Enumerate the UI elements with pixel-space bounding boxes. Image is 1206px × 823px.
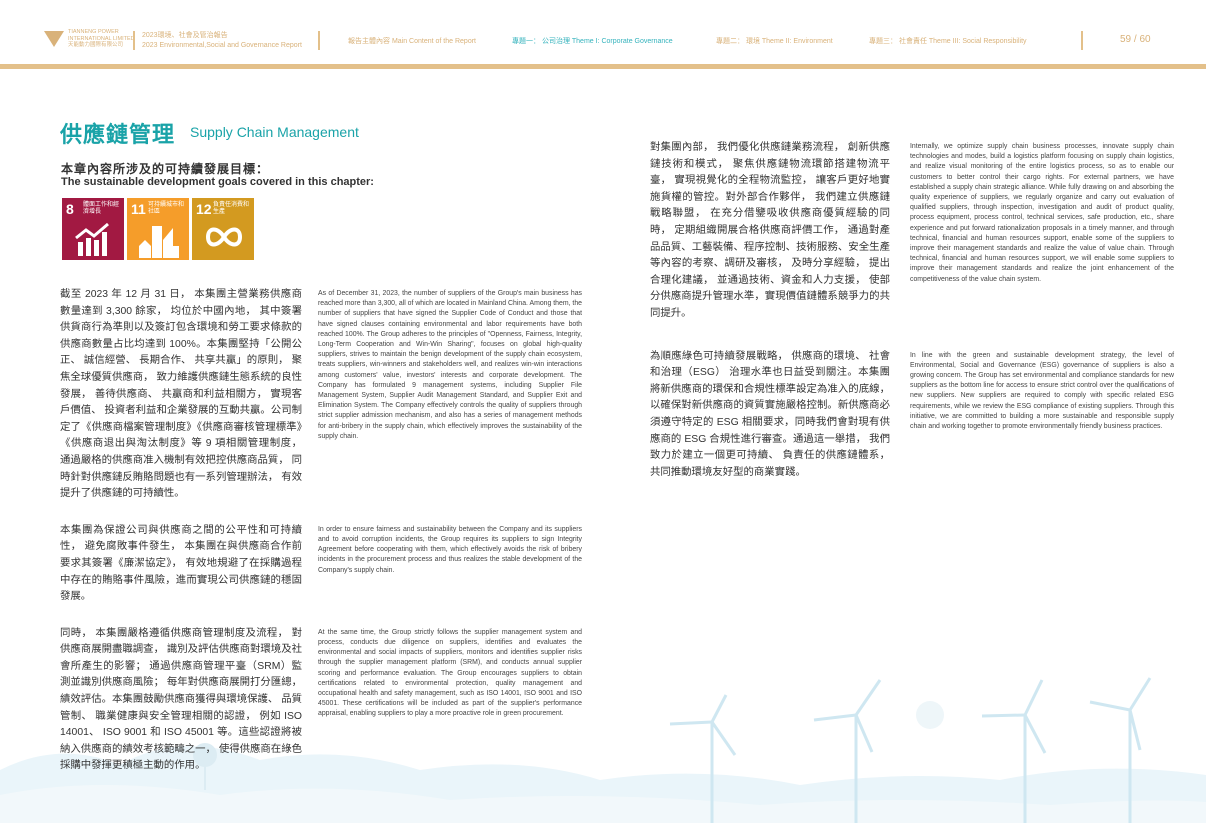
left-page-body: 截至 2023 年 12 月 31 日， 本集團主營業務供應商數量達到 3,30… (60, 287, 582, 775)
paragraph-5-en: In line with the green and sustainable d… (910, 351, 1174, 430)
logo-text-cn: 天能動力國際有限公司 (68, 42, 124, 48)
header-band (0, 64, 1206, 69)
sdg-icons: 8 體面工作和經濟增長 11 可持續城市和社區 12 負責任消費和生產 (62, 198, 254, 260)
paragraph-5-cn: 為順應綠色可持續發展戰略， 供應商的環境、 社會和治理（ESG） 治理水準也日益… (650, 350, 890, 478)
logo-mark-icon (44, 31, 64, 47)
sdg-8-tile: 8 體面工作和經濟增長 (62, 198, 124, 260)
divider (1081, 31, 1083, 50)
section-title-en: Supply Chain Management (190, 124, 359, 140)
nav-main-content[interactable]: 報告主體內容 Main Content of the Report (348, 38, 476, 45)
paragraph-2-en: In order to ensure fairness and sustaina… (318, 525, 582, 574)
wind-turbine-landscape-illustration (0, 677, 1206, 823)
sdg-heading-en: The sustainable development goals covere… (61, 176, 374, 188)
logo-text-2: INTERNATIONAL LIMITED (68, 35, 135, 42)
divider (318, 31, 320, 50)
nav-theme-2[interactable]: 專題二： 環境 Theme II: Environment (716, 38, 833, 45)
logo-text: TIANNENG POWER (68, 29, 119, 35)
paragraph-1-cn: 截至 2023 年 12 月 31 日， 本集團主營業務供應商數量達到 3,30… (60, 289, 302, 500)
paragraph-3-cn: 同時， 本集團嚴格遵循供應商管理制度及流程， 對供應商展開盡職調查， 識別及評估… (60, 627, 302, 772)
nav-theme-1[interactable]: 專題一： 公司治理 Theme I: Corporate Governance (512, 38, 673, 45)
infinity-loop-icon (205, 227, 243, 247)
sdg-heading-cn: 本章內容所涉及的可持續發展目標： (61, 162, 270, 176)
report-title-cn: 2023環境、社會及管治報告 (142, 32, 228, 39)
paragraph-4-en: Internally, we optimize supply chain bus… (910, 143, 1174, 283)
sdg-label: 可持續城市和社區 (148, 202, 185, 215)
right-page-body: 對集團內部， 我們優化供應鏈業務流程， 創新供應鏈技術和模式， 聚焦供應鏈物流環… (650, 140, 1174, 481)
sdg-11-tile: 11 可持續城市和社區 (127, 198, 189, 260)
growth-chart-icon (75, 222, 109, 256)
nav-theme-3[interactable]: 專題三： 社會責任 Theme III: Social Responsibili… (869, 38, 1027, 45)
page-number: 59 / 60 (1120, 34, 1151, 45)
paragraph-1-en: As of December 31, 2023, the number of s… (318, 290, 582, 440)
paragraph-4-cn: 對集團內部， 我們優化供應鏈業務流程， 創新供應鏈技術和模式， 聚焦供應鏈物流環… (650, 142, 890, 319)
sdg-label: 負責任消費和生產 (213, 202, 250, 215)
divider (133, 31, 135, 50)
section-title-cn: 供應鏈管理 (60, 122, 176, 147)
sdg-number: 12 (196, 201, 212, 217)
report-title-en: 2023 Environmental,Social and Governance… (142, 42, 302, 49)
sdg-number: 11 (131, 201, 146, 217)
paragraph-3-en: At the same time, the Group strictly fol… (318, 628, 582, 718)
sdg-12-tile: 12 負責任消費和生產 (192, 198, 254, 260)
paragraph-2-cn: 本集團為保證公司與供應商之間的公平性和可持續性， 避免腐敗事件發生， 本集團在與… (60, 524, 302, 603)
city-buildings-icon (139, 226, 179, 258)
sdg-label: 體面工作和經濟增長 (83, 202, 120, 215)
sdg-number: 8 (66, 201, 74, 217)
